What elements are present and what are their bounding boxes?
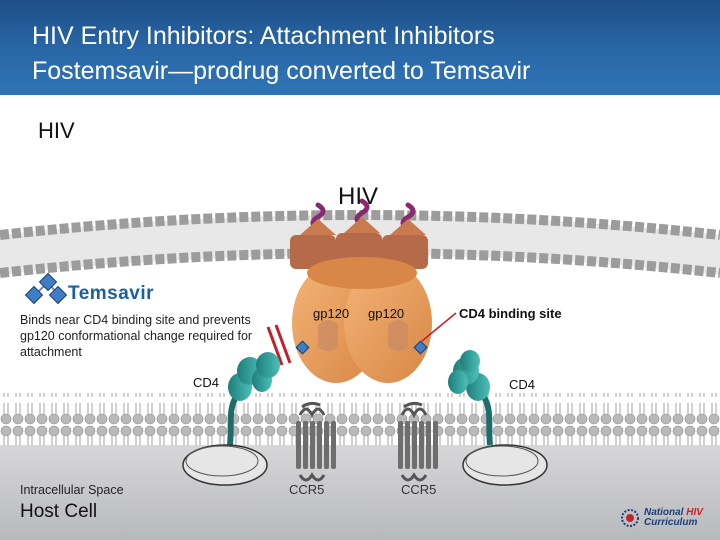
entry-diagram-art: [0, 198, 720, 540]
logo-text: National HIV Curriculum: [644, 508, 703, 528]
gp120-label-left: gp120: [313, 306, 350, 321]
cd4-label-left: CD4: [193, 375, 220, 390]
host-membrane: [0, 393, 720, 445]
ccr5-receptor-left: [296, 401, 336, 482]
temsavir-legend-icon: [24, 272, 68, 305]
gp120-label-right: gp120: [368, 306, 405, 321]
cd4-receptor-left: [182, 352, 280, 486]
hiv-heading: HIV: [38, 118, 75, 143]
cd4-binding-site-label: CD4 binding site: [459, 306, 562, 321]
temsavir-label: Temsavir: [68, 283, 155, 304]
title-banner: HIV Entry Inhibitors: Attachment Inhibit…: [0, 0, 720, 95]
logo-word-hiv: HIV: [686, 507, 703, 518]
logo-emblem-icon: [621, 509, 639, 527]
cd4-label-right: CD4: [509, 377, 536, 392]
cd4-receptor-right: [448, 350, 548, 486]
entry-diagram: HIV Temsavir Binds near CD4 binding site…: [0, 175, 720, 540]
national-hiv-curriculum-logo: National HIV Curriculum: [620, 508, 703, 528]
host-cytoplasm: [0, 445, 720, 540]
ccr5-receptor-right: [398, 401, 438, 482]
gp41-tops: [300, 217, 426, 235]
temsavir-description: Binds near CD4 binding site and prevents…: [20, 313, 253, 359]
host-cell-label: Host Cell: [20, 501, 98, 522]
attachment-block-mark: [266, 324, 292, 366]
hiv-virus-label: HIV: [338, 183, 379, 210]
logo-word-curriculum: Curriculum: [644, 517, 698, 528]
gp120-trimer: [292, 257, 432, 383]
ccr5-label-left: CCR5: [289, 482, 325, 497]
ccr5-label-right: CCR5: [401, 482, 437, 497]
intracellular-space-label: Intracellular Space: [20, 483, 124, 497]
cd4-site-pointer: [421, 312, 457, 342]
title-line-2: Fostemsavir—prodrug converted to Temsavi…: [32, 57, 531, 85]
logo-word-national: National: [644, 507, 687, 518]
temsavir-bound: [295, 340, 428, 355]
title-line-1: HIV Entry Inhibitors: Attachment Inhibit…: [32, 22, 495, 50]
